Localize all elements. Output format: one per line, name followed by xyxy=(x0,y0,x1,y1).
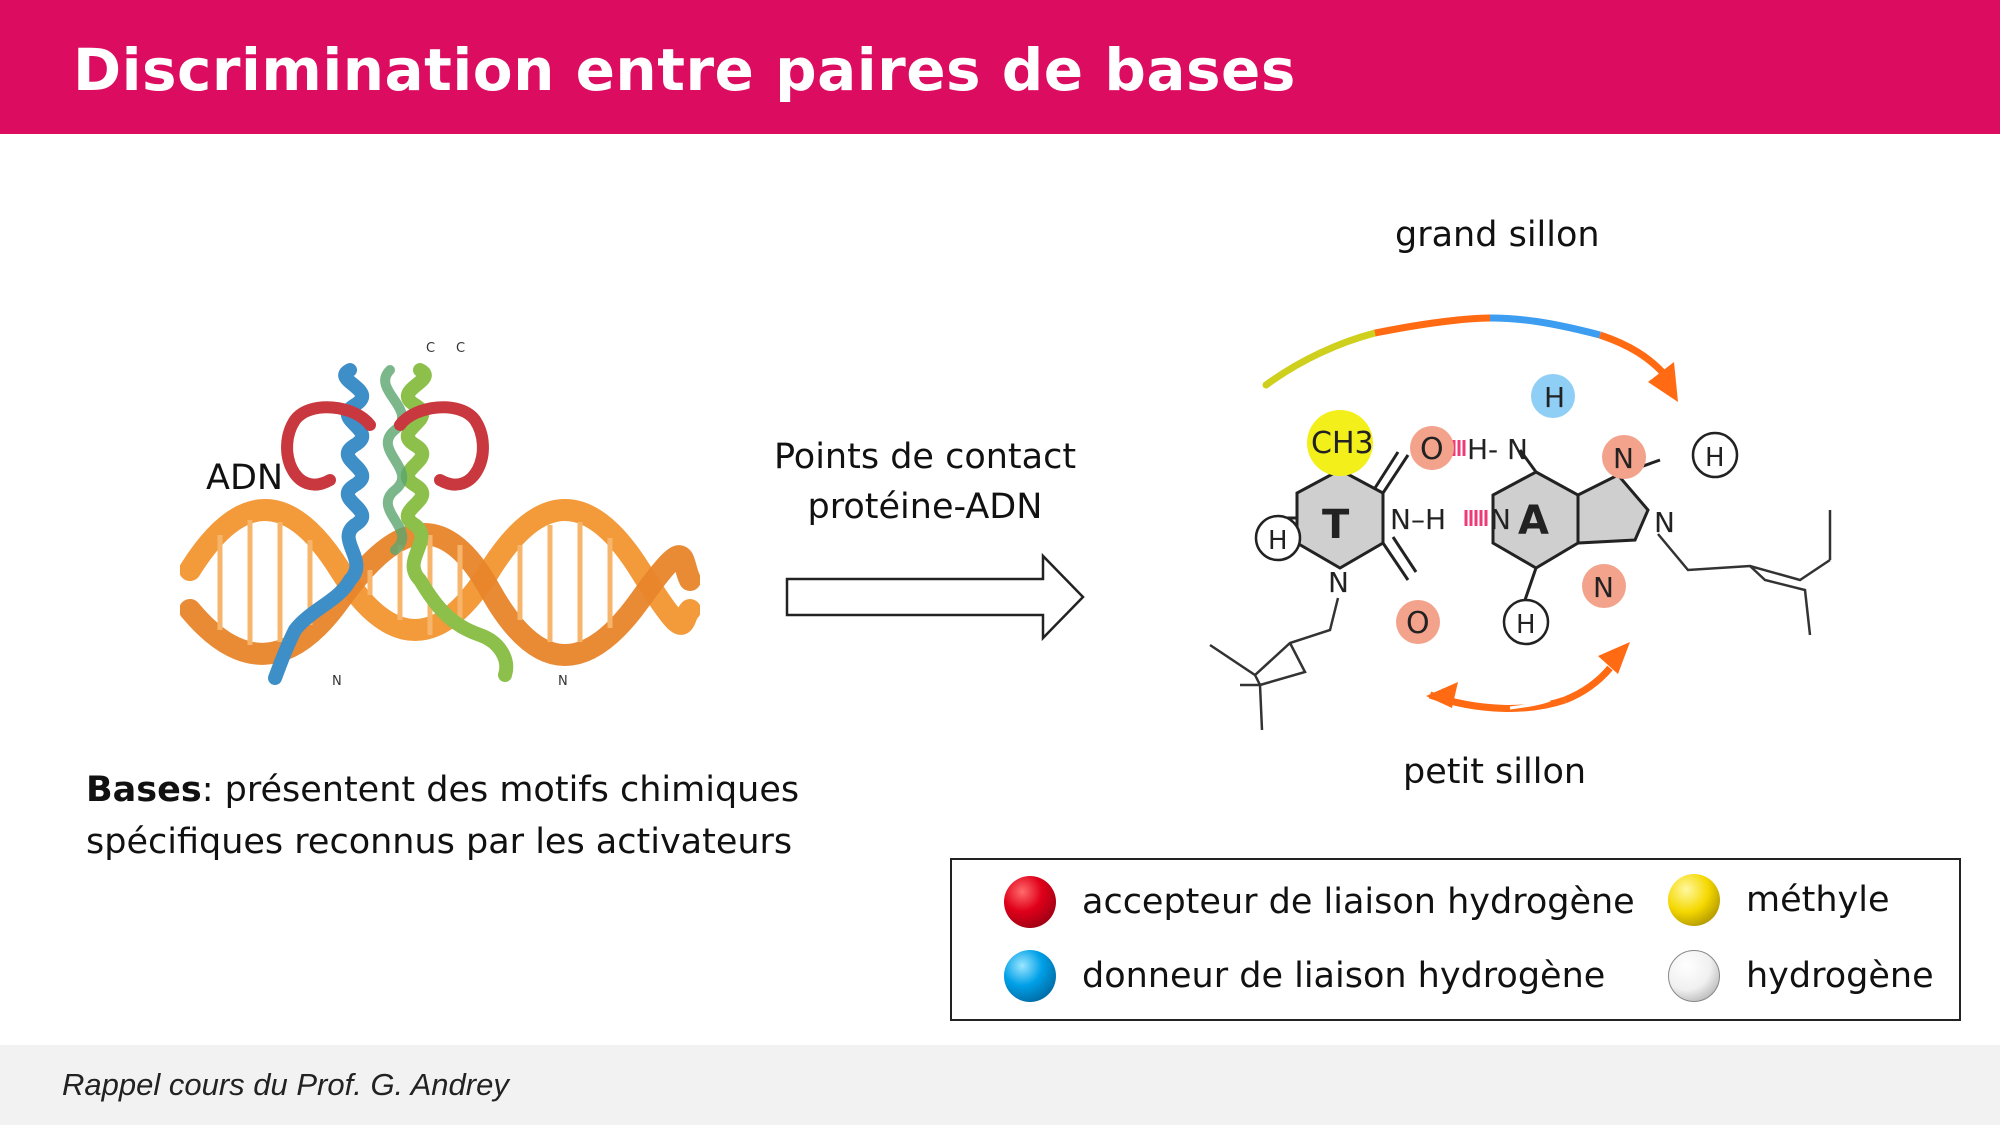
legend-box: accepteur de liaison hydrogène donneur d… xyxy=(950,858,1961,1021)
contact-points-label: Points de contact protéine-ADN xyxy=(725,432,1125,532)
n1-label: N xyxy=(1490,503,1511,536)
major-groove-arrow xyxy=(1266,318,1678,402)
h-right-label: H xyxy=(1705,443,1725,473)
bases-description: Bases: présentent des motifs chimiques s… xyxy=(86,764,846,868)
h-n-bond-label: H- xyxy=(1467,433,1498,466)
n7-label: N xyxy=(1613,442,1634,475)
legend-item-donor: donneur de liaison hydrogène xyxy=(1004,950,1605,1002)
legend-item-methyl: méthyle xyxy=(1668,874,1890,926)
n9-label: N xyxy=(1654,506,1675,539)
minor-groove-label: petit sillon xyxy=(1403,752,1586,792)
major-groove-label: grand sillon xyxy=(1395,215,1600,255)
bases-keyword: Bases xyxy=(86,770,202,810)
h-donor-label: H xyxy=(1544,381,1565,414)
n-h-bond-label: N–H xyxy=(1390,503,1446,536)
minor-groove-arrow xyxy=(1426,642,1630,708)
red-ball-icon xyxy=(1004,876,1056,928)
legend-label: accepteur de liaison hydrogène xyxy=(1082,882,1635,922)
page-title: Discrimination entre paires de bases xyxy=(73,36,1296,104)
n-amine-label: N xyxy=(1507,433,1528,466)
legend-label: donneur de liaison hydrogène xyxy=(1082,956,1605,996)
dna-double-helix xyxy=(190,510,690,655)
adenine-ring-five xyxy=(1578,475,1648,543)
base-a-label: A xyxy=(1518,498,1549,544)
n-thymine-label: N xyxy=(1328,566,1349,599)
n3-label: N xyxy=(1593,571,1614,604)
terminus-c-left: C xyxy=(426,341,435,356)
block-arrow xyxy=(783,552,1088,642)
h-bottom-label: H xyxy=(1516,610,1536,640)
o-top-label: O xyxy=(1420,432,1444,467)
legend-label: méthyle xyxy=(1746,880,1890,920)
legend-label: hydrogène xyxy=(1746,956,1934,996)
legend-item-hydrogen: hydrogène xyxy=(1668,950,1934,1002)
base-pair-diagram: CH3 O O H- N H N–H N T A H H H N N N N xyxy=(1190,300,1840,740)
header-bar: Discrimination entre paires de bases xyxy=(0,0,2000,134)
white-ball-icon xyxy=(1668,950,1720,1002)
yellow-ball-icon xyxy=(1668,874,1720,926)
base-t-label: T xyxy=(1322,502,1350,548)
dna-protein-illustration: C C N N xyxy=(180,330,700,700)
terminus-n-right: N xyxy=(558,674,568,689)
blue-ball-icon xyxy=(1004,950,1056,1002)
footer-credit: Rappel cours du Prof. G. Andrey xyxy=(62,1067,509,1103)
legend-item-acceptor: accepteur de liaison hydrogène xyxy=(1004,876,1635,928)
footer-bar: Rappel cours du Prof. G. Andrey xyxy=(0,1045,2000,1125)
h-left-label: H xyxy=(1268,526,1288,556)
terminus-n-left: N xyxy=(332,674,342,689)
o-bottom-label: O xyxy=(1406,606,1430,641)
methyl-label: CH3 xyxy=(1311,426,1374,461)
terminus-c-right: C xyxy=(456,341,465,356)
